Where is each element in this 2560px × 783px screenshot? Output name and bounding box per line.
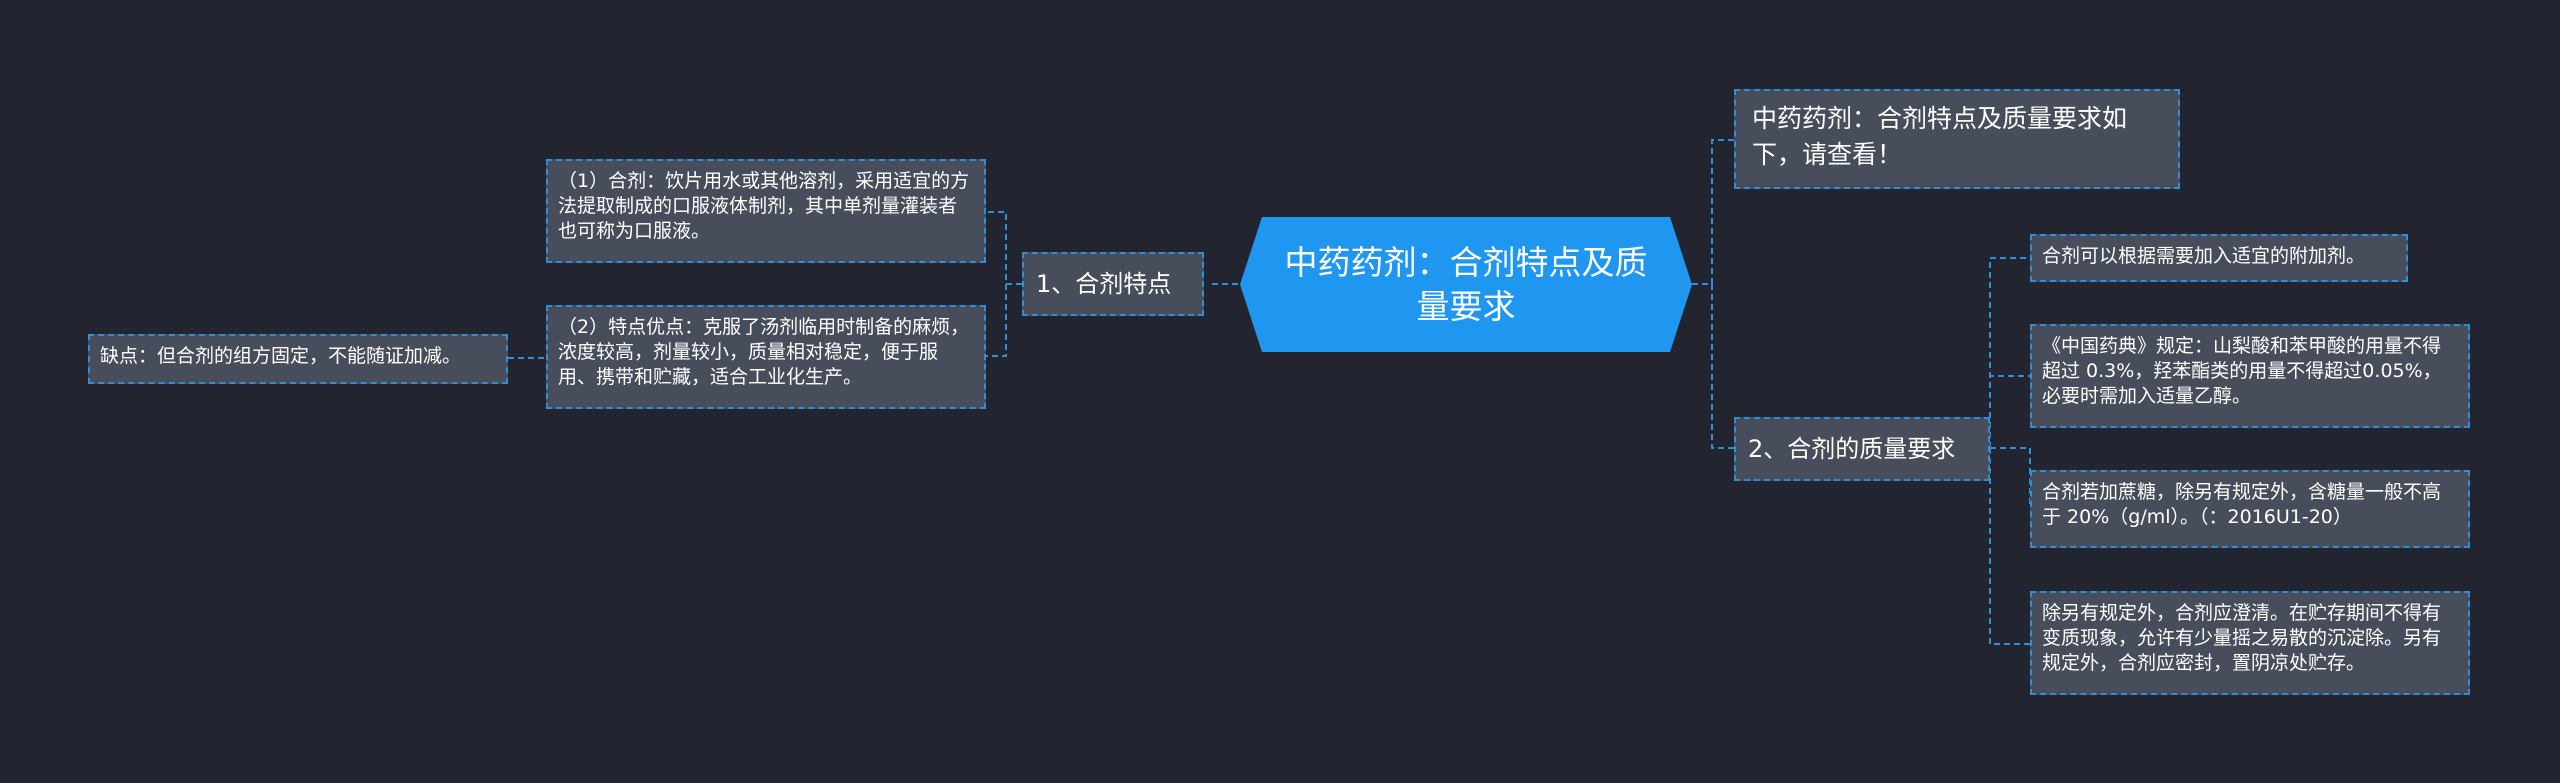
- connector-features-item-2: [986, 284, 1007, 357]
- features-item-1-text: （1）合剂：饮片用水或其他溶剂，采用适宜的方法提取制成的口服液体制剂，其中单剂量…: [558, 170, 970, 242]
- quality-item-1[interactable]: 合剂可以根据需要加入适宜的附加剂。: [2030, 234, 2408, 282]
- intro-node[interactable]: 中药药剂：合剂特点及质量要求如下，请查看！: [1734, 89, 2180, 189]
- features-item-2[interactable]: （2）特点优点：克服了汤剂临用时制备的麻烦，浓度较高，剂量较小，质量相对稳定，便…: [546, 305, 986, 409]
- connector-root-intro: [1711, 139, 1734, 284]
- quality-item-3[interactable]: 合剂若加蔗糖，除另有规定外，含糖量一般不高于 20%（g/ml）。（：2016U…: [2030, 470, 2470, 548]
- quality-item-2-text: 《中国药典》规定：山梨酸和苯甲酸的用量不得超过 0.3%，羟苯酯类的用量不得超过…: [2042, 335, 2442, 407]
- intro-label: 中药药剂：合剂特点及质量要求如下，请查看！: [1752, 104, 2128, 169]
- quality-item-3-text: 合剂若加蔗糖，除另有规定外，含糖量一般不高于 20%（g/ml）。（：2016U…: [2042, 481, 2442, 528]
- features-item-2-text: （2）特点优点：克服了汤剂临用时制备的麻烦，浓度较高，剂量较小，质量相对稳定，便…: [558, 316, 970, 388]
- branch-features-label: 1、合剂特点: [1036, 270, 1172, 298]
- quality-item-4-text: 除另有规定外，合剂应澄清。在贮存期间不得有变质现象，允许有少量摇之易散的沉淀除。…: [2042, 602, 2442, 674]
- connector-quality-item-1: [1989, 257, 2030, 448]
- features-item-1[interactable]: （1）合剂：饮片用水或其他溶剂，采用适宜的方法提取制成的口服液体制剂，其中单剂量…: [546, 159, 986, 263]
- connector-features-item-1: [986, 211, 1022, 285]
- branch-quality[interactable]: 2、合剂的质量要求: [1734, 417, 1990, 481]
- quality-item-2[interactable]: 《中国药典》规定：山梨酸和苯甲酸的用量不得超过 0.3%，羟苯酯类的用量不得超过…: [2030, 324, 2470, 428]
- branch-features[interactable]: 1、合剂特点: [1022, 252, 1204, 316]
- quality-item-4[interactable]: 除另有规定外，合剂应澄清。在贮存期间不得有变质现象，允许有少量摇之易散的沉淀除。…: [2030, 591, 2470, 695]
- drawback-text: 缺点：但合剂的组方固定，不能随证加减。: [100, 345, 462, 367]
- drawback-node[interactable]: 缺点：但合剂的组方固定，不能随证加减。: [88, 334, 508, 384]
- connector-root-quality: [1711, 284, 1734, 449]
- connector-quality-item-3: [1990, 447, 2031, 508]
- quality-item-1-text: 合剂可以根据需要加入适宜的附加剂。: [2042, 245, 2366, 267]
- connector-quality-item-4: [1989, 448, 2030, 645]
- root-label: 中药药剂：合剂特点及质量要求: [1284, 242, 1648, 326]
- root-node[interactable]: 中药药剂：合剂特点及质量要求: [1240, 217, 1692, 352]
- branch-quality-label: 2、合剂的质量要求: [1748, 435, 1956, 463]
- connector-quality-item-2: [1989, 375, 2030, 448]
